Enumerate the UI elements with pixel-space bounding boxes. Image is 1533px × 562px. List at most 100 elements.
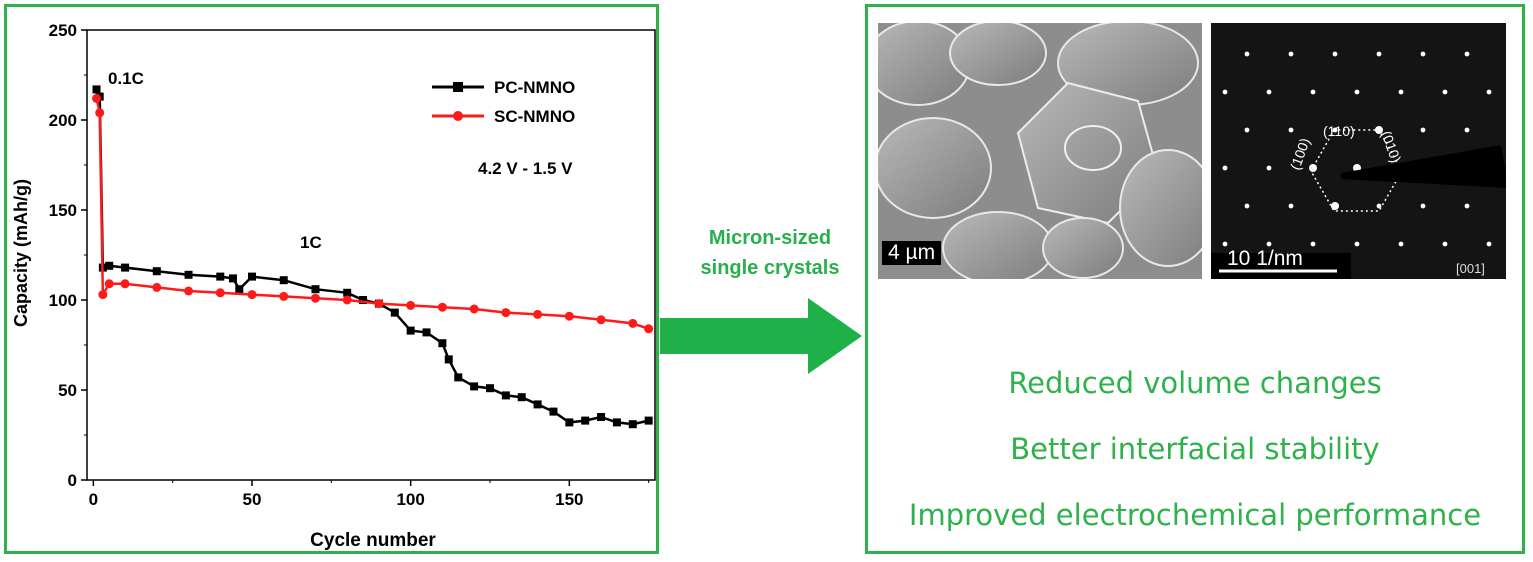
data-point (120, 279, 130, 289)
diffraction-spot (1266, 165, 1272, 171)
sem-micrograph: 4 µm (878, 23, 1202, 279)
data-point (215, 288, 225, 298)
data-point (390, 308, 399, 317)
y-tick-label: 250 (49, 21, 77, 40)
saed-scale-bar: 10 1/nm (1227, 247, 1303, 270)
data-point (406, 326, 415, 335)
diffraction-spot (1420, 127, 1426, 133)
data-point (184, 270, 193, 279)
series-line-1 (95, 98, 650, 330)
plane-label-110: (110) (1323, 123, 1355, 139)
data-point (228, 274, 237, 283)
data-point (628, 318, 638, 328)
zone-axis-label: [001] (1456, 261, 1485, 276)
data-point (533, 400, 542, 409)
diffraction-spot (1398, 89, 1404, 95)
data-point (438, 339, 447, 348)
diffraction-spot (1222, 89, 1228, 95)
data-point (235, 285, 244, 294)
data-point (152, 282, 162, 292)
legend-label-sc: SC-NMNO (494, 107, 575, 126)
diffraction-spot (1464, 203, 1470, 209)
data-point (597, 413, 606, 421)
diffraction-spot (1376, 51, 1382, 57)
data-point (279, 276, 288, 285)
legend-marker-sc (453, 111, 463, 121)
legend-marker-pc (453, 82, 463, 92)
data-point (105, 261, 114, 270)
x-tick-label: 150 (555, 490, 583, 509)
diffraction-spot (1486, 89, 1492, 95)
y-axis-label: Capacity (mAh/g) (11, 179, 31, 327)
diffraction-spot (1332, 51, 1338, 57)
y-tick-label: 0 (68, 471, 77, 490)
data-point (152, 267, 161, 276)
x-tick-label: 50 (243, 490, 262, 509)
sem-scale-bar: 4 µm (882, 241, 942, 265)
data-point (359, 296, 368, 304)
x-tick-label: 0 (89, 490, 98, 509)
data-point (644, 416, 653, 425)
data-point (92, 93, 102, 103)
data-point (104, 279, 114, 289)
data-point (517, 393, 526, 402)
diffraction-spot (1309, 164, 1317, 172)
diffraction-spot (1310, 89, 1316, 95)
data-point (501, 308, 511, 318)
data-point (644, 324, 654, 334)
data-point (121, 263, 130, 272)
data-point (184, 286, 194, 296)
data-point (581, 416, 590, 425)
chart-series (92, 85, 654, 429)
plot-frame (86, 29, 656, 481)
series-line-0 (95, 88, 649, 426)
diffraction-spot (1222, 165, 1228, 171)
diffraction-spot (1354, 241, 1360, 247)
diffraction-spot (1464, 51, 1470, 57)
diffraction-spot (1288, 127, 1294, 133)
annotation-0-1c: 0.1C (108, 69, 144, 88)
legend: PC-NMNO SC-NMNO (432, 78, 575, 126)
data-point (612, 418, 621, 427)
y-tick-label: 50 (58, 381, 77, 400)
diffraction-spot (1398, 241, 1404, 247)
sem-crystals-image (878, 23, 1202, 279)
diffraction-pattern-image: (100) (110) (010) 10 1/nm [001] (1211, 23, 1506, 279)
chart-panel (4, 4, 659, 554)
arrow-label-line-2: single crystals (700, 257, 840, 279)
data-point (565, 418, 574, 427)
arrow-shape (660, 298, 862, 374)
y-tick-label: 150 (49, 201, 77, 220)
data-point (596, 315, 606, 325)
data-point (549, 407, 558, 416)
diffraction-spot (1464, 127, 1470, 133)
diffraction-spot (1244, 127, 1250, 133)
data-point (216, 272, 225, 281)
benefit-performance: Improved electrochemical performance (908, 498, 1482, 532)
data-point (454, 373, 463, 382)
data-point (470, 382, 479, 391)
diffraction-spot (1244, 51, 1250, 57)
right-arrow-icon (660, 298, 862, 374)
annotation-1c: 1C (300, 233, 322, 252)
data-point (95, 108, 105, 118)
x-axis-label: Cycle number (310, 530, 436, 551)
saed-pattern: (100) (110) (010) 10 1/nm [001] (1211, 23, 1506, 279)
data-point (279, 291, 289, 301)
diffraction-spot (1244, 203, 1250, 209)
diffraction-spot (1354, 89, 1360, 95)
diffraction-spot (1266, 89, 1272, 95)
data-point (444, 355, 453, 364)
data-point (422, 328, 431, 337)
data-point (374, 299, 384, 309)
data-point (310, 293, 320, 303)
annotation-voltage-window: 4.2 V - 1.5 V (478, 159, 573, 178)
data-point (485, 384, 494, 393)
y-tick-label: 200 (49, 111, 77, 130)
diffraction-spot (1486, 241, 1492, 247)
data-point (406, 300, 416, 310)
diffraction-spot (1442, 89, 1448, 95)
legend-label-pc: PC-NMNO (494, 78, 575, 97)
